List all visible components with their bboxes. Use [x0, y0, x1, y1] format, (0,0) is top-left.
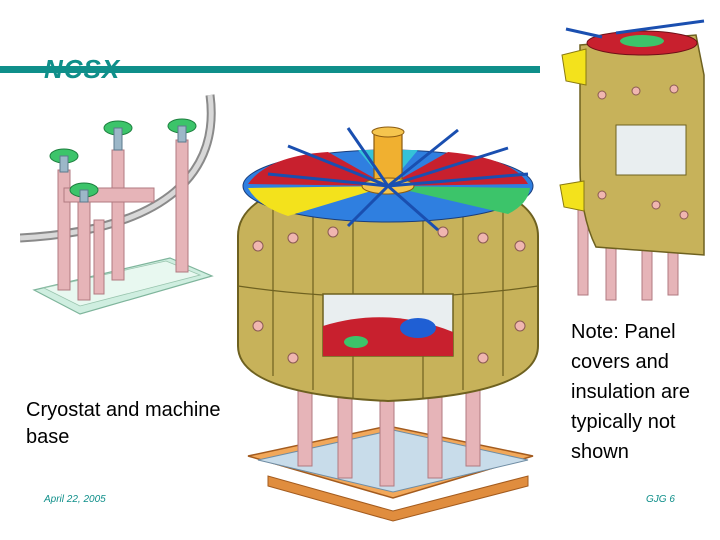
cryostat-base-figure	[20, 94, 216, 315]
left-figure-caption: Cryostat and machine base	[26, 399, 221, 448]
ncsx-logo: NCSX	[44, 54, 121, 84]
footer-date: April 22, 2005	[44, 494, 106, 505]
partial-cutaway-figure	[559, 19, 705, 301]
machine-assembly-figure	[237, 126, 539, 522]
header-rule	[0, 66, 540, 73]
footer-page-number: GJG 6	[646, 494, 675, 505]
right-note: Note: Panel covers and insulation are ty…	[571, 321, 690, 463]
